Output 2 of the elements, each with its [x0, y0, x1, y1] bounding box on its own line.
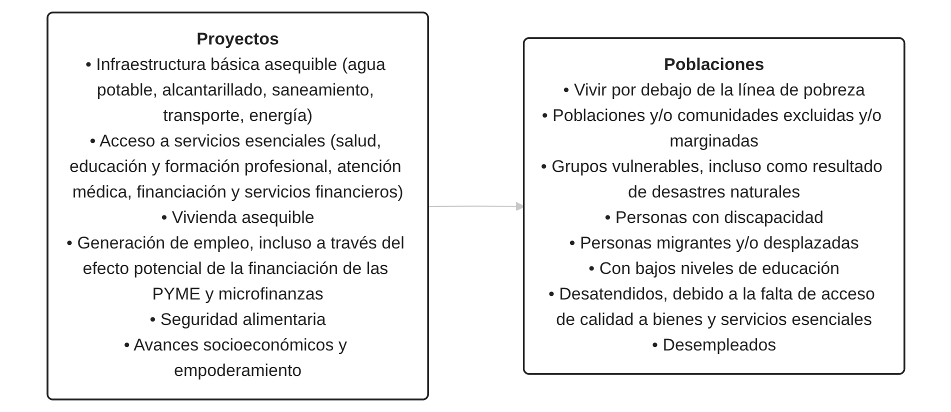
diagram-drawing: Proyectos • Infraestructura básica asequible (agua potable, alcantarillado, saneamiento, transporte, energía) • Acceso a servicios esenciales (salud, educación y formación profesional, atención médica, financiación y servicios financieros) • Vivienda asequible • Generación de empleo, incluso a través del efecto potencial de la financiación de las PYME y microfinanzas • Seguridad alimentaria • Avances socioeconómicos y empoderamiento Poblaciones • Vivir por debajo de la línea de pobreza • Poblaciones y/o comunidades excluidas y/o marginadas • Grupos vulnerables, incluso como resultado de desastres naturales • Personas con discapacidad • Personas migrantes y/o desplazadas • Con bajos niveles de educación • Desatendidos, debido a la falta de acceso de calidad a bienes y servicios esenciales • Desempleados: [38, 4, 912, 408]
arrow: [428, 202, 524, 212]
